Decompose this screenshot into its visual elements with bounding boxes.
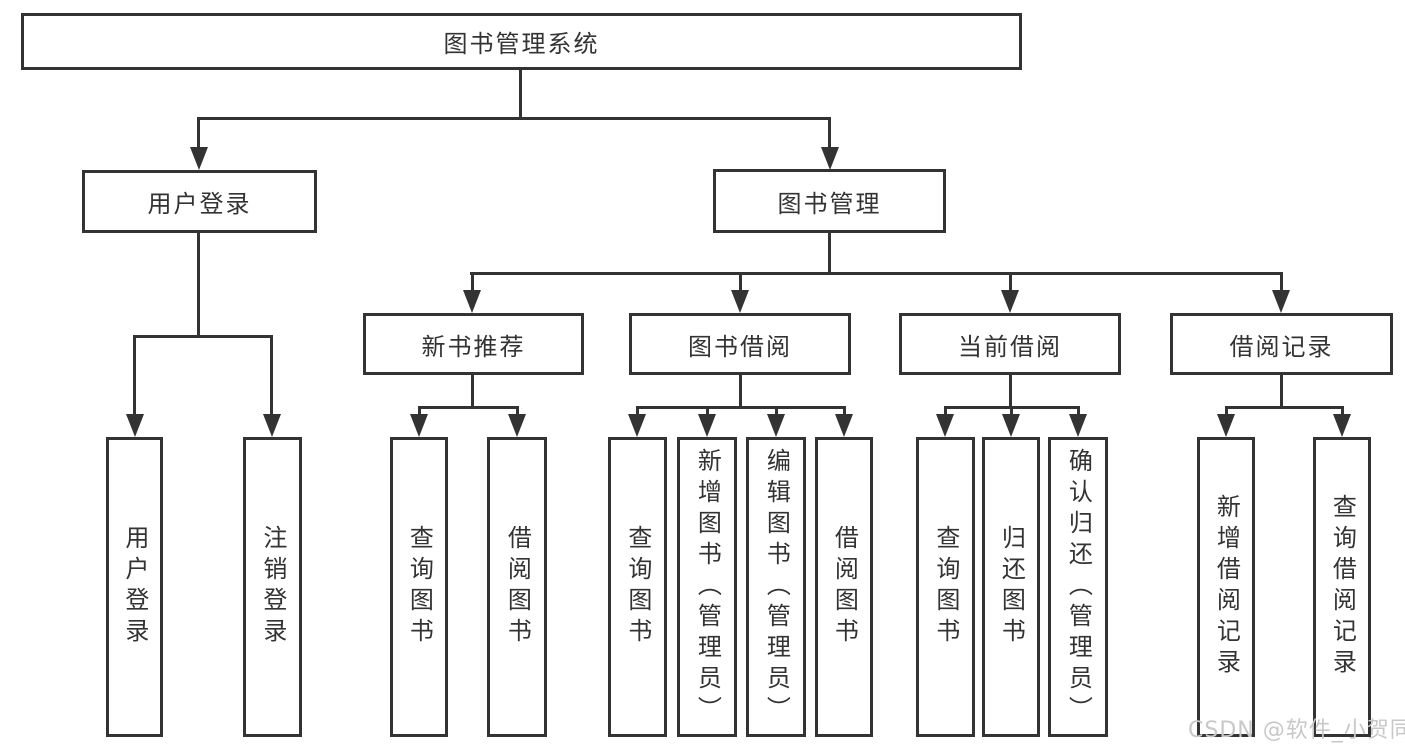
leaf-query-books-recommend: 查询图书 xyxy=(390,437,448,737)
connector-current-vline xyxy=(1009,375,1012,408)
node-root-system: 图书管理系统 xyxy=(21,13,1022,70)
leaf-query-books-current: 查询图书 xyxy=(916,437,975,737)
connector-stub-cb-query xyxy=(944,406,947,416)
arrow-down-br-query xyxy=(1333,414,1351,437)
leaf-user-login-label: 用户登录 xyxy=(120,525,149,649)
connector-stub-leaf-login xyxy=(133,335,136,415)
node-new-book-recommend: 新书推荐 xyxy=(363,313,584,375)
node-book-borrowing: 图书借阅 xyxy=(629,313,851,375)
connector-root-hline xyxy=(197,117,831,120)
arrow-down-bb-borrow xyxy=(835,414,853,437)
leaf-return-book: 归还图书 xyxy=(982,437,1040,737)
connector-stub-bb-add xyxy=(706,406,709,416)
leaf-add-borrow-record: 新增借阅记录 xyxy=(1197,437,1255,737)
connector-stub-br-query xyxy=(1341,406,1344,416)
arrow-down-nb-query xyxy=(410,414,428,437)
connector-stub-br-add xyxy=(1225,406,1228,416)
leaf-edit-book-admin-label: 编辑图书（管理员） xyxy=(762,447,791,727)
node-book-borrowing-label: 图书借阅 xyxy=(688,332,792,361)
leaf-query-books-borrowing: 查询图书 xyxy=(608,437,667,737)
arrow-down-bb-edit xyxy=(767,414,785,437)
arrow-down-book-mgmt xyxy=(821,147,839,170)
connector-stub-current-borrow xyxy=(1009,272,1012,293)
connector-root-vline xyxy=(519,69,522,119)
node-book-management: 图书管理 xyxy=(713,169,946,233)
connector-stub-cb-return xyxy=(1010,406,1013,416)
arrow-down-borrow-records xyxy=(1272,290,1290,313)
connector-borrowing-hline xyxy=(636,406,846,409)
connector-stub-book-mgmt xyxy=(828,117,831,150)
leaf-query-books-recommend-label: 查询图书 xyxy=(405,525,434,649)
arrow-down-bb-add xyxy=(698,414,716,437)
leaf-edit-book-admin: 编辑图书（管理员） xyxy=(746,437,806,737)
arrow-down-leaf-logout xyxy=(263,414,281,437)
leaf-confirm-return-admin: 确认归还（管理员） xyxy=(1048,437,1108,737)
node-book-management-label: 图书管理 xyxy=(777,189,882,218)
node-current-borrowing: 当前借阅 xyxy=(899,313,1121,375)
leaf-borrow-books-recommend-label: 借阅图书 xyxy=(503,525,532,649)
arrow-down-cb-query xyxy=(936,414,954,437)
connector-stub-cb-confirm xyxy=(1077,406,1080,416)
connector-bookmgmt-hline xyxy=(470,272,1282,275)
node-root-label: 图书管理系统 xyxy=(443,30,600,58)
arrow-down-user-login xyxy=(190,147,208,170)
arrow-down-current-borrow xyxy=(1001,290,1019,313)
arrow-down-cb-return xyxy=(1002,414,1020,437)
node-borrowing-records-label: 借阅记录 xyxy=(1229,332,1334,361)
connector-stub-nb-borrow xyxy=(516,406,519,416)
arrow-down-cb-confirm xyxy=(1069,414,1087,437)
node-user-login: 用户登录 xyxy=(82,170,317,233)
leaf-add-book-admin-label: 新增图书（管理员） xyxy=(693,447,722,727)
connector-stub-new-book xyxy=(471,272,474,293)
leaf-logout-login-label: 注销登录 xyxy=(258,525,287,649)
connector-userlogin-hline xyxy=(133,335,273,338)
leaf-borrow-books-borrowing-label: 借阅图书 xyxy=(830,525,859,649)
connector-stub-borrow-records xyxy=(1280,272,1283,293)
arrow-down-leaf-login xyxy=(126,414,144,437)
leaf-query-books-borrowing-label: 查询图书 xyxy=(623,525,652,649)
leaf-borrow-books-borrowing: 借阅图书 xyxy=(815,437,873,737)
connector-newbook-vline xyxy=(471,375,474,408)
watermark-text: CSDN @软件_小贺同学 xyxy=(1188,718,1405,743)
arrow-down-br-add xyxy=(1217,414,1235,437)
connector-bookmgmt-vline xyxy=(828,233,831,274)
connector-stub-bb-edit xyxy=(775,406,778,416)
arrow-down-nb-borrow xyxy=(508,414,526,437)
leaf-confirm-return-admin-label: 确认归还（管理员） xyxy=(1064,447,1093,727)
leaf-user-login: 用户登录 xyxy=(106,437,163,737)
leaf-add-book-admin: 新增图书（管理员） xyxy=(677,437,737,737)
arrow-down-bb-query xyxy=(628,414,646,437)
connector-stub-book-borrow xyxy=(739,272,742,293)
connector-stub-bb-borrow xyxy=(843,406,846,416)
leaf-return-book-label: 归还图书 xyxy=(997,525,1026,649)
connector-records-vline xyxy=(1280,375,1283,408)
connector-userlogin-vline xyxy=(197,233,200,337)
connector-stub-nb-query xyxy=(418,406,421,416)
leaf-borrow-books-recommend: 借阅图书 xyxy=(487,437,547,737)
leaf-logout-login: 注销登录 xyxy=(243,437,302,737)
connector-records-hline xyxy=(1225,406,1344,409)
connector-stub-leaf-logout xyxy=(270,335,273,415)
leaf-query-books-current-label: 查询图书 xyxy=(931,525,960,649)
leaf-query-borrow-record-label: 查询借阅记录 xyxy=(1328,494,1357,680)
node-new-book-recommend-label: 新书推荐 xyxy=(421,332,526,361)
leaf-add-borrow-record-label: 新增借阅记录 xyxy=(1212,494,1241,680)
node-current-borrowing-label: 当前借阅 xyxy=(958,332,1062,361)
arrow-down-new-book xyxy=(463,290,481,313)
leaf-query-borrow-record: 查询借阅记录 xyxy=(1313,437,1371,737)
arrow-down-book-borrow xyxy=(731,290,749,313)
node-borrowing-records: 借阅记录 xyxy=(1170,313,1393,375)
connector-newbook-hline xyxy=(418,406,519,409)
connector-stub-user-login xyxy=(197,117,200,150)
node-user-login-label: 用户登录 xyxy=(147,190,252,218)
connector-borrowing-vline xyxy=(739,375,742,408)
connector-stub-bb-query xyxy=(636,406,639,416)
